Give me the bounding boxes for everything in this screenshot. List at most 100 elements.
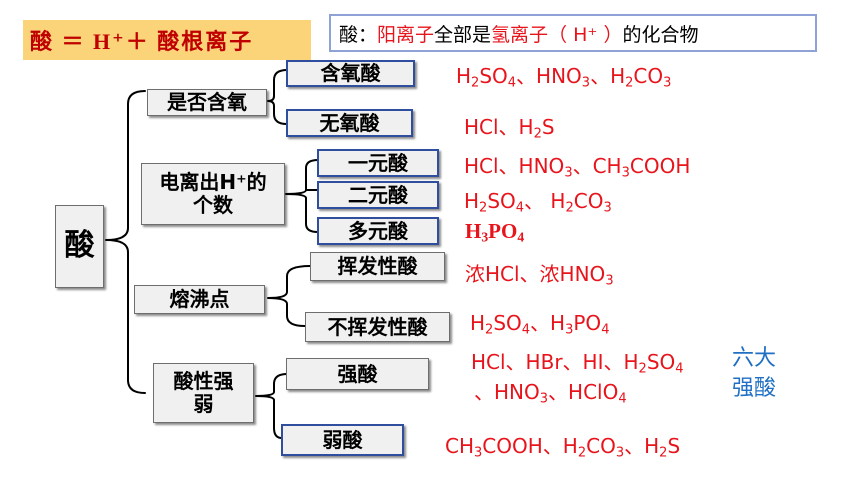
- formula-text: 、H: [530, 311, 566, 335]
- formula-subscript: 4: [675, 361, 684, 377]
- formula-text: 、HNO: [516, 64, 582, 88]
- formula-subscript: 3: [564, 165, 573, 181]
- six-strong-acids-line2: 强酸: [732, 376, 777, 401]
- formula-text: H: [464, 189, 480, 213]
- definition-middle: 全部是: [434, 23, 492, 46]
- brace-ionization: [285, 159, 319, 233]
- six-strong-acids-line1: 六大: [732, 346, 777, 371]
- six-strong-acids-note: 六大 强酸: [732, 344, 776, 404]
- formula-subscript: 3: [581, 75, 591, 91]
- formula-subscript: 3: [605, 273, 614, 289]
- volatile-acid-examples: 浓HCl、浓HNO3: [465, 258, 614, 288]
- formula-text: H: [456, 64, 472, 88]
- formula-text: SO: [479, 64, 508, 88]
- diprotic-acid-examples: H2SO4、 H2CO3: [464, 185, 612, 215]
- volatile-acid-label: 挥发性酸: [337, 254, 418, 278]
- formula-text: S: [541, 115, 555, 139]
- formula-text: CO: [633, 64, 664, 88]
- definition-ion-symbol: （ H⁺ ）: [548, 23, 623, 46]
- oxygen-free-acid-label: 无氧酸: [319, 110, 380, 135]
- category-boiling-box: 熔沸点: [134, 285, 265, 314]
- oxygen-free-acid-examples: HCl、H2S: [464, 111, 555, 141]
- formula-text: 、H: [624, 434, 660, 458]
- formula-text: 、 H: [524, 189, 566, 213]
- formula-text: HCl、HNO: [464, 154, 565, 178]
- category-strength-line2: 弱: [193, 392, 214, 416]
- formula-text: S: [667, 434, 681, 458]
- formula-subscript: 3: [539, 391, 549, 407]
- formula-subscript: 2: [625, 75, 634, 91]
- formula-text: HCl、H: [464, 115, 534, 139]
- category-ionization-line1: 电离出H⁺的: [159, 170, 267, 194]
- definition-cation: 阳离子: [377, 23, 435, 46]
- formula-subscript: 4: [618, 391, 627, 407]
- category-oxygen-label: 是否含氧: [167, 90, 247, 114]
- formula-text: SO: [493, 311, 522, 335]
- acid-definition: 酸：阳离子全部是氢离子（ H⁺ ）的化合物: [329, 14, 817, 52]
- formula-subscript: 2: [479, 200, 488, 216]
- brace-oxygen: [267, 69, 288, 125]
- formula-subscript: 3: [615, 445, 625, 461]
- definition-suffix: 的化合物: [622, 23, 699, 46]
- category-ionization-line2: 个数: [193, 193, 233, 217]
- category-oxygen-box: 是否含氧: [147, 89, 267, 116]
- strong-acid-label: 强酸: [337, 361, 378, 386]
- formula-subscript: 2: [638, 361, 647, 377]
- nonvolatile-acid-label: 不挥发性酸: [327, 314, 428, 339]
- formula-subscript: 2: [565, 200, 574, 216]
- root-acid-label: 酸: [64, 228, 95, 264]
- strong-acid-box: 强酸: [286, 358, 429, 390]
- oxyacid-label: 含氧酸: [320, 61, 381, 85]
- formula-subscript: 4: [521, 322, 531, 338]
- definition-hydrogen-ion: 氢离子: [491, 23, 549, 46]
- monoprotic-acid-label: 一元酸: [348, 150, 408, 175]
- weak-acid-box: 弱酸: [281, 424, 404, 456]
- formula-subscript: 3: [565, 322, 574, 338]
- formula-text: CH: [445, 434, 475, 458]
- formula-text: 、CH: [572, 154, 622, 178]
- formula-text: CO: [573, 189, 604, 213]
- formula-text: CO: [586, 434, 616, 458]
- acid-formula: 酸 ＝ H⁺＋ 酸根离子: [30, 29, 254, 54]
- nonvolatile-acid-box: 不挥发性酸: [305, 312, 450, 342]
- polyprotic-acid-box: 多元酸: [317, 217, 439, 245]
- formula-subscript: 3: [603, 200, 612, 216]
- diprotic-acid-box: 二元酸: [317, 181, 439, 209]
- acid-formula-banner: [23, 20, 311, 60]
- category-strength-line1: 酸性强: [173, 369, 234, 393]
- definition-prefix: 酸：: [339, 23, 378, 46]
- oxyacid-box: 含氧酸: [286, 60, 415, 87]
- diprotic-acid-label: 二元酸: [348, 182, 408, 207]
- formula-subscript: 4: [507, 75, 517, 91]
- formula-text: SO: [487, 189, 516, 213]
- formula-text: COOH、H: [482, 434, 578, 458]
- oxyacid-examples: H2SO4、HNO3、H2CO3: [456, 60, 671, 90]
- polyprotic-acid-examples: H3PO4: [465, 219, 524, 245]
- root-brace: [105, 90, 146, 394]
- brace-strength: [255, 373, 288, 439]
- strong-acid-examples-line2: 、HNO3、HClO4: [474, 376, 627, 406]
- oxygen-free-acid-box: 无氧酸: [286, 109, 413, 137]
- category-ionization-box: 电离出H⁺的 个数: [141, 163, 285, 225]
- formula-text: 、H: [590, 64, 626, 88]
- formula-subscript: 2: [577, 445, 587, 461]
- formula-text: 、HNO: [474, 380, 540, 404]
- monoprotic-acid-examples: HCl、HNO3、CH3COOH: [464, 150, 690, 180]
- formula-subscript: 2: [485, 322, 494, 338]
- formula-subscript: 2: [659, 445, 668, 461]
- formula-subscript: 2: [471, 75, 480, 91]
- formula-subscript: 3: [621, 165, 630, 181]
- formula-subscript: 4: [515, 200, 525, 216]
- formula-text: PO: [573, 311, 602, 335]
- nonvolatile-acid-examples: H2SO4、H3PO4: [470, 307, 609, 337]
- formula-subscript: 3: [474, 445, 483, 461]
- category-strength-box: 酸性强 弱: [153, 363, 254, 423]
- formula-text: 、HClO: [548, 380, 619, 404]
- weak-acid-label: 弱酸: [322, 427, 363, 452]
- formula-text: SO: [646, 350, 676, 374]
- formula-subscript: 3: [663, 75, 672, 91]
- weak-acid-examples: CH3COOH、H2CO3、H2S: [445, 430, 680, 460]
- monoprotic-acid-box: 一元酸: [317, 149, 439, 177]
- formula-subscript: 3: [481, 229, 489, 245]
